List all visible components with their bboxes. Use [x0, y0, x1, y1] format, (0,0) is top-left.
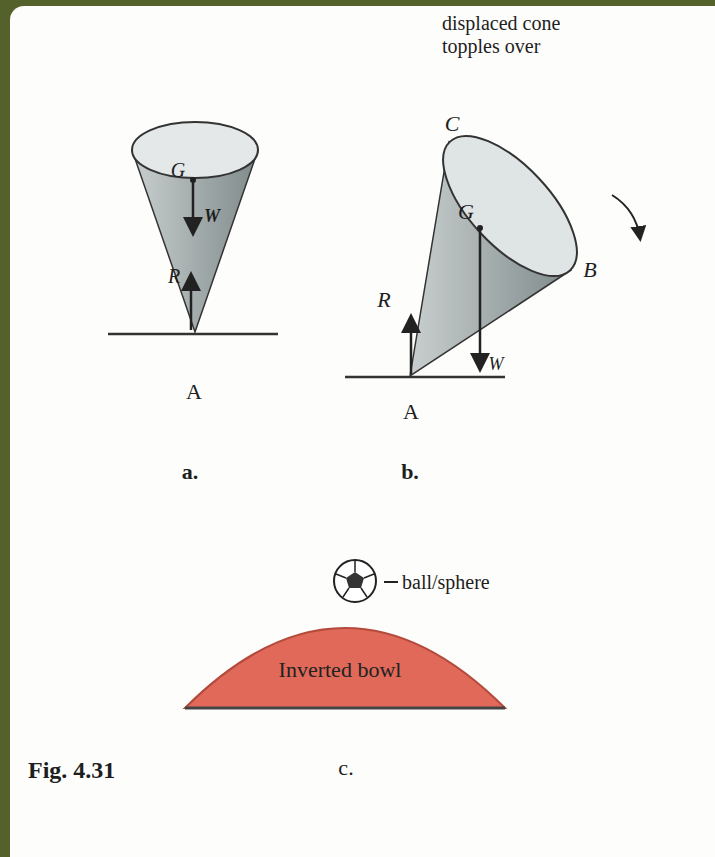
- part-label: ball/sphere: [402, 571, 490, 594]
- part-label: G: [458, 199, 474, 225]
- figure-panel: [10, 6, 715, 857]
- part-label: R: [168, 265, 180, 288]
- shape-label: Inverted bowl: [279, 657, 402, 683]
- bowl-shape: Inverted bowl: [273, 653, 408, 687]
- part-label: G: [171, 159, 185, 182]
- part-label: W: [489, 354, 504, 375]
- part-label: B: [583, 257, 596, 283]
- figure-caption: Fig. 4.31: [28, 757, 115, 784]
- part-label: c.: [338, 755, 353, 781]
- part-label: b.: [401, 459, 419, 485]
- part-label: displaced cone topples over: [442, 12, 602, 58]
- part-label: A: [186, 379, 202, 405]
- part-label: C: [445, 111, 460, 137]
- part-label: R: [377, 287, 390, 313]
- part-label: A: [403, 399, 419, 425]
- part-label: a.: [182, 459, 199, 485]
- part-label: W: [204, 206, 220, 227]
